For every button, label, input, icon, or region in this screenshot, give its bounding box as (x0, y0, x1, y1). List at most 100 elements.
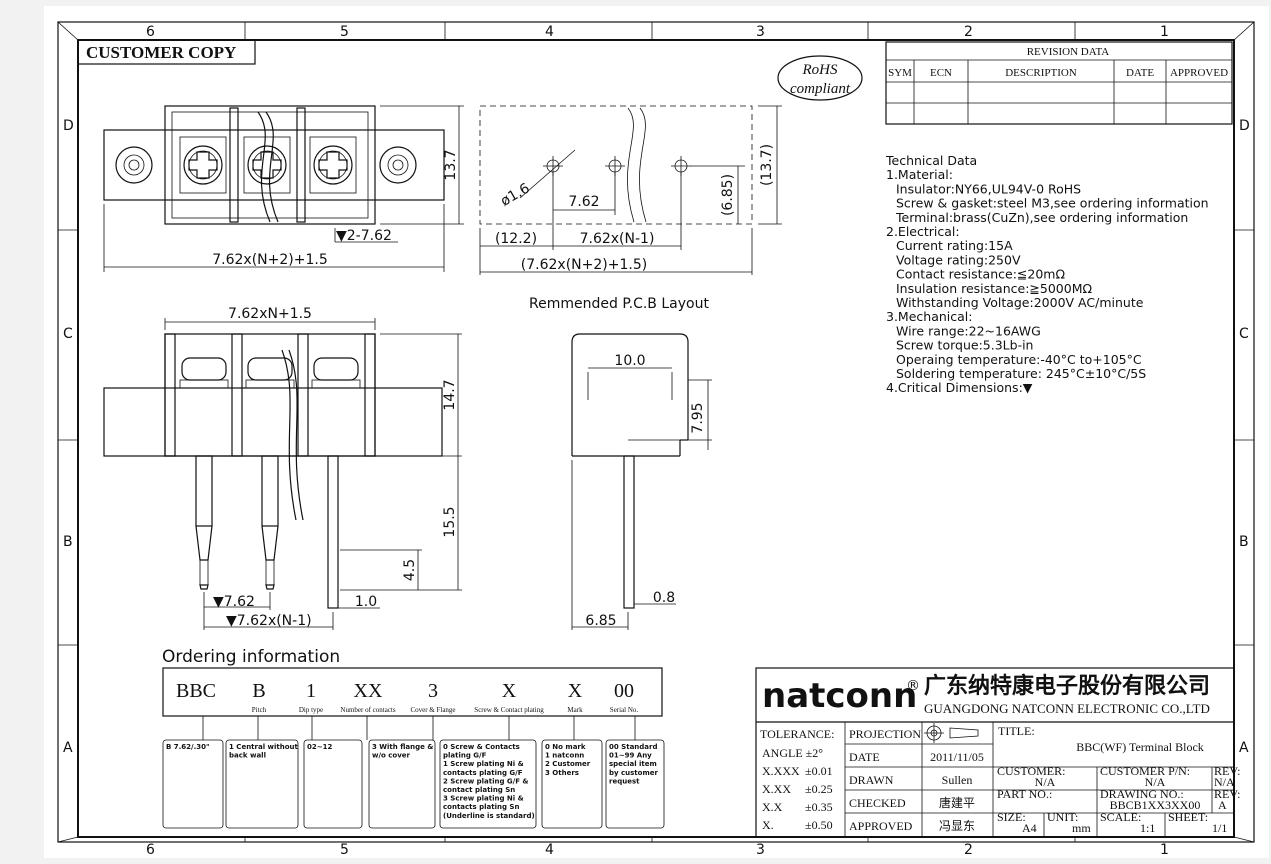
revision-header-approved: APPROVED (1170, 67, 1228, 79)
ordering-option-line: 0 Screw & Contacts (443, 743, 520, 751)
customer-pn-value: N/A (1145, 775, 1166, 789)
company-name-cn: 广东纳特康电子股份有限公司 (924, 673, 1210, 698)
unit-value: mm (1072, 821, 1091, 835)
ordering-code: B (252, 680, 265, 702)
scale-value: 1:1 (1140, 821, 1155, 835)
zone-col-bottom-4: 4 (545, 842, 554, 858)
part-no-label: PART NO.: (997, 787, 1052, 801)
dim-end-base: 6.85 (585, 613, 616, 629)
tolerance-row-label: ANGLE ±2° (762, 746, 823, 760)
rohs-line1: RoHS (802, 62, 838, 78)
dim-pcb-edge: (12.2) (495, 231, 537, 247)
ordering-code: XX (354, 680, 383, 702)
ordering-code: 1 (306, 680, 316, 702)
ordering-option-line: (Underline is standard) (443, 812, 535, 820)
ordering-code: X (502, 680, 517, 702)
technical-line: Technical Data (885, 153, 977, 168)
size-value: A4 (1022, 821, 1037, 835)
technical-data: Technical Data1.Material:Insulator:NY66,… (885, 153, 1209, 395)
technical-line: Contact resistance:≦20mΩ (896, 267, 1065, 282)
rohs-line2: compliant (790, 81, 851, 97)
ordering-option-line: 1 Central without (229, 743, 299, 751)
approved-value: 冯显东 (939, 819, 975, 833)
company-name-en: GUANGDONG NATCONN ELECTRONIC CO.,LTD (924, 701, 1210, 716)
ordering-code-label: Screw & Contact plating (474, 706, 544, 714)
dim-pcb-half: (6.85) (720, 174, 736, 216)
zone-row-left-B: B (63, 534, 73, 550)
ordering-code: X (568, 680, 583, 702)
ordering-option-line: contacts plating Sn (443, 803, 519, 811)
title-block (755, 667, 1235, 838)
ordering-code-label: Number of contacts (340, 706, 395, 714)
tolerance-row-value: ±0.25 (805, 782, 833, 796)
customer-label: CUSTOMER: (997, 764, 1065, 778)
zone-col-bottom-3: 3 (756, 842, 765, 858)
ordering-option-line: 3 Screw plating Ni & (443, 795, 524, 803)
technical-line: Withstanding Voltage:2000V AC/minute (896, 295, 1144, 310)
zone-col-top-6: 6 (146, 24, 155, 40)
zone-col-bottom-6: 6 (146, 842, 155, 858)
drawing-no-label: DRAWING NO.: (1100, 787, 1184, 801)
size-label: SIZE: (997, 810, 1026, 824)
ordering-option-line: 1 natconn (545, 752, 584, 760)
tolerance-label: TOLERANCE: (760, 727, 834, 741)
tolerance-row-label: X.XXX (762, 764, 800, 778)
scale-label: SCALE: (1100, 810, 1141, 824)
zone-col-top-2: 2 (964, 24, 973, 40)
zone-row-left-C: C (63, 326, 73, 342)
technical-line: Wire range:22~16AWG (896, 323, 1041, 338)
ordering-option-line: by customer (609, 769, 659, 777)
ordering-option-line: 02~12 (307, 743, 332, 751)
ordering-option-line: request (609, 777, 640, 785)
zone-col-top-5: 5 (340, 24, 349, 40)
ordering-option-line: contact plating Sn (443, 786, 515, 794)
customer-value: N/A (1035, 775, 1056, 789)
unit-label: UNIT: (1047, 810, 1078, 824)
paper (44, 6, 1269, 858)
technical-line: Screw & gasket:steel M3,see ordering inf… (896, 196, 1209, 211)
technical-line: Current rating:15A (896, 238, 1013, 253)
dim-side-h1: 14.7 (442, 379, 458, 410)
tolerance-row-label: X.X (762, 800, 783, 814)
revision-table: REVISION DATA SYM ECN DESCRIPTION DATE A… (885, 41, 1233, 125)
zone-row-left-A: A (63, 740, 73, 756)
technical-line: 3.Mechanical: (886, 309, 972, 324)
zone-row-left-D: D (63, 118, 74, 134)
drawn-value: Sullen (942, 773, 973, 787)
dim-end-h: 7.95 (690, 402, 706, 433)
ordering-code: 3 (428, 680, 438, 702)
checked-value: 唐建平 (939, 795, 975, 810)
technical-line: Insulator:NY66,UL94V-0 RoHS (896, 181, 1081, 196)
ordering-option-line: contacts plating G/F (443, 769, 523, 777)
zone-row-right-C: C (1239, 326, 1249, 342)
dim-pcb-pitch: 7.62 (568, 194, 599, 210)
ordering-option-line: 0 No mark (545, 743, 586, 751)
technical-line: Soldering temperature: 245°C±10°C/5S (896, 366, 1146, 381)
zone-row-right-D: D (1239, 118, 1250, 134)
ordering-option-line: 1 Screw plating Ni & (443, 760, 524, 768)
outer-frame (57, 21, 1255, 843)
rev-value-2: A (1218, 798, 1227, 812)
ordering-option-line: 2 Screw plating G/F & (443, 777, 529, 785)
dim-pcb-height: (13.7) (759, 144, 775, 186)
rev-label-1: REV: (1214, 764, 1240, 778)
revision-header-sym: SYM (888, 67, 912, 79)
ordering-code-label: Mark (567, 706, 583, 714)
rev-value-1: N/A (1214, 775, 1235, 789)
ordering-code: 00 (614, 680, 634, 702)
ordering-option-line: special item (609, 760, 657, 768)
ordering-code-label: Serial No. (610, 706, 639, 714)
technical-line: Insulation resistance:≧5000MΩ (896, 281, 1092, 296)
ordering-code: BBC (176, 680, 216, 702)
end-view (571, 333, 712, 630)
customer-pn-label: CUSTOMER P/N: (1100, 764, 1190, 778)
side-view (103, 318, 462, 630)
technical-line: 2.Electrical: (886, 224, 960, 239)
zone-col-top-1: 1 (1160, 24, 1169, 40)
dim-top-height: 13.7 (443, 149, 459, 180)
revision-header-ecn: ECN (930, 67, 952, 79)
title-label: TITLE: (998, 724, 1035, 738)
ordering-code-label: Cover & Flange (410, 706, 455, 714)
dim-side-width: 7.62xN+1.5 (228, 306, 312, 322)
